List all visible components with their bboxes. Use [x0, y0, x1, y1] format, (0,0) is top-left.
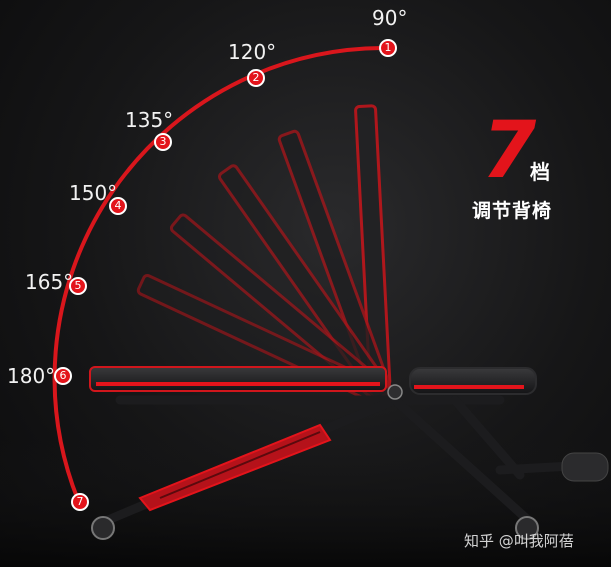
- gear-unit: 档: [530, 160, 550, 184]
- angle-step-marker-1: 1: [379, 39, 397, 57]
- seat-red-stripe: [414, 385, 524, 389]
- leg-roller: [561, 452, 609, 482]
- angle-label-150: 150°: [69, 181, 118, 205]
- rear-wheel: [91, 516, 115, 540]
- angle-step-marker-7: 7: [71, 493, 89, 511]
- feature-caption: 调节背椅: [472, 200, 553, 222]
- angle-step-marker-6: 6: [54, 367, 72, 385]
- angle-step-marker-2: 2: [247, 69, 265, 87]
- angle-step-marker-5: 5: [69, 277, 87, 295]
- angle-arc: [52, 45, 389, 501]
- angle-label-180: 180°: [7, 364, 56, 388]
- angle-label-90: 90°: [372, 6, 408, 30]
- backrest-flat: [89, 366, 387, 392]
- backrest-red-stripe: [96, 382, 380, 386]
- angle-step-marker-4: 4: [109, 197, 127, 215]
- angle-label-120: 120°: [228, 40, 277, 64]
- angle-label-165: 165°: [25, 270, 74, 294]
- angle-label-135: 135°: [125, 108, 174, 132]
- hinge-bolt: [387, 384, 403, 400]
- backrest-positions: [136, 104, 395, 409]
- watermark: 知乎 @叫我阿蓓: [464, 532, 574, 550]
- adjust-holes-rail: [159, 431, 321, 499]
- angle-step-marker-3: 3: [154, 133, 172, 151]
- gear-count: 7: [482, 106, 537, 196]
- front-wheel: [515, 516, 539, 540]
- seat-pad: [409, 367, 537, 395]
